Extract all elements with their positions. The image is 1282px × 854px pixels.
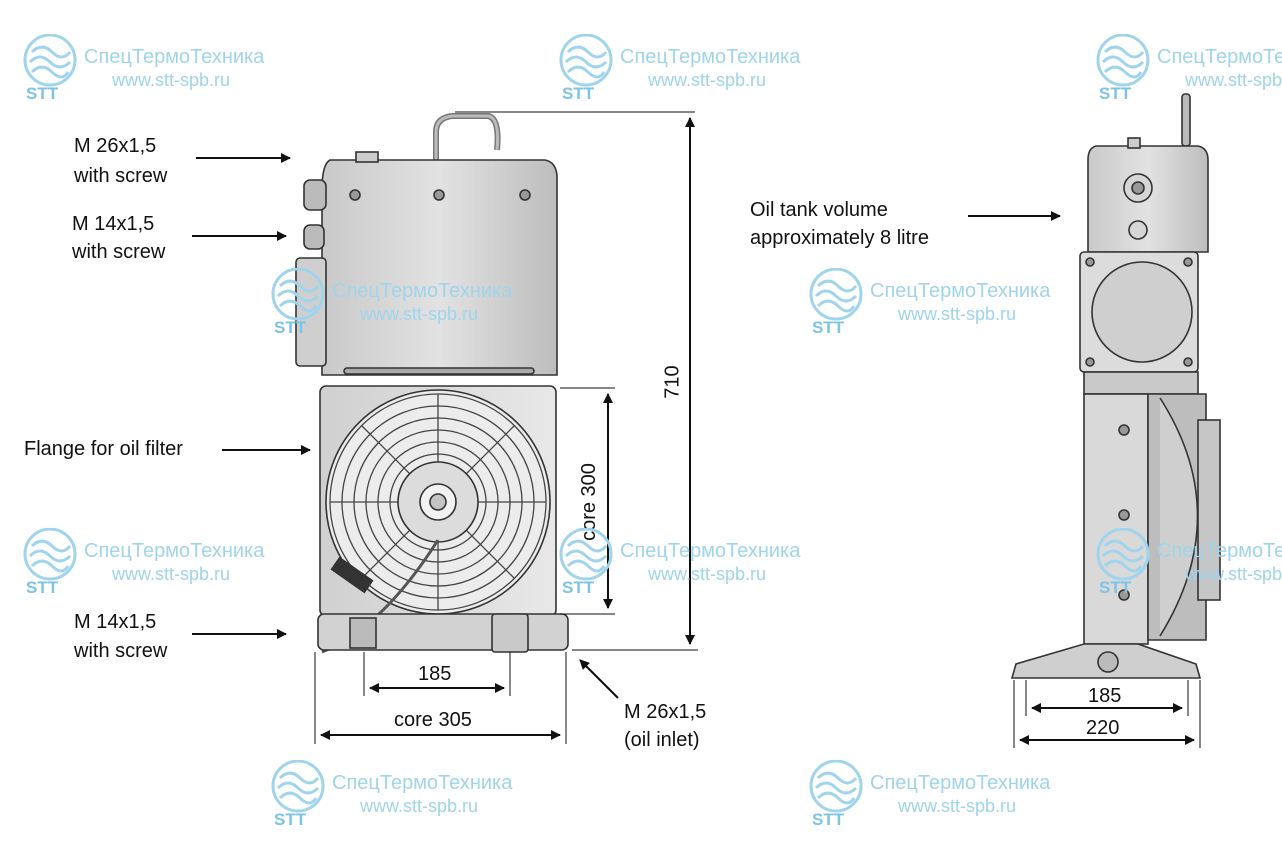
- watermark: СпецТермоТехника www.stt-spb.ru STT: [1095, 34, 1282, 114]
- side-dimensions: [1013, 680, 1201, 748]
- stt-logo-icon: [23, 528, 77, 581]
- watermark: СпецТермоТехника www.stt-spb.ru STT: [270, 760, 540, 840]
- label-m26-top-line2: with screw: [74, 165, 168, 187]
- watermark: СпецТермоТехника www.stt-spb.ru STT: [808, 268, 1078, 348]
- stt-logo-icon: [1096, 34, 1150, 87]
- dim-core-305: core 305: [394, 709, 472, 731]
- watermark: СпецТермоТехника www.stt-spb.ru STT: [270, 268, 540, 348]
- label-m14-bottom-line2: with screw: [74, 640, 168, 662]
- stt-logo-icon: [271, 268, 325, 321]
- stt-logo-icon: [1096, 528, 1150, 581]
- front-dimensions: [192, 111, 1061, 744]
- label-oil-tank-line1: Oil tank volume: [750, 199, 888, 221]
- dim-front-185: 185: [418, 663, 452, 685]
- watermark: СпецТермоТехника www.stt-spb.ru STT: [558, 34, 828, 114]
- label-m14-top-line1: M 14x1,5: [72, 213, 155, 235]
- watermark: СпецТермоТехника www.stt-spb.ru STT: [1095, 528, 1282, 608]
- stt-logo-icon: [559, 34, 613, 87]
- dim-side-185: 185: [1088, 685, 1122, 707]
- front-view: [295, 113, 569, 654]
- stt-logo-icon: [809, 268, 863, 321]
- label-m26-top-line1: M 26x1,5: [74, 135, 157, 157]
- watermark: СпецТермоТехника www.stt-spb.ru STT: [22, 34, 292, 114]
- stt-logo-icon: [23, 34, 77, 87]
- label-oil-inlet-line1: M 26x1,5: [624, 701, 707, 723]
- label-oil-inlet-line2: (oil inlet): [624, 729, 700, 751]
- stt-logo-icon: [271, 760, 325, 813]
- label-flange: Flange for oil filter: [24, 438, 183, 460]
- dim-710: 710: [661, 365, 684, 399]
- watermark: СпецТермоТехника www.stt-spb.ru STT: [558, 528, 828, 608]
- stt-logo-icon: [809, 760, 863, 813]
- label-oil-tank-line2: approximately 8 litre: [750, 227, 929, 249]
- watermark: СпецТермоТехника www.stt-spb.ru STT: [22, 528, 292, 608]
- side-view: [1010, 93, 1221, 679]
- label-m14-bottom-line1: M 14x1,5: [74, 611, 157, 633]
- stt-logo-icon: [559, 528, 613, 581]
- watermark: СпецТермоТехника www.stt-spb.ru STT: [808, 760, 1078, 840]
- dim-side-220: 220: [1086, 717, 1120, 739]
- label-m14-top-line2: with screw: [72, 241, 166, 263]
